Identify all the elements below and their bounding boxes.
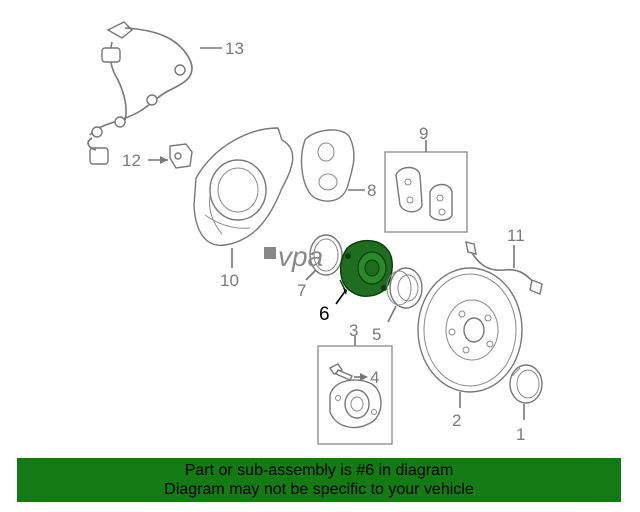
brake-hose[interactable] [465, 241, 543, 295]
callout-1: 1 [516, 425, 525, 444]
banner-line-2: Diagram may not be specific to your vehi… [164, 481, 474, 498]
callout-13: 13 [225, 39, 244, 58]
o-ring[interactable] [305, 234, 343, 281]
brake-rotor[interactable] [417, 267, 523, 408]
callout-9: 9 [419, 124, 428, 143]
callout-7: 7 [297, 281, 306, 300]
callout-2: 2 [452, 411, 461, 430]
banner-line-1: Part or sub-assembly is #6 in diagram [184, 462, 454, 479]
callout-4: 4 [370, 368, 379, 387]
callout-6: 6 [319, 304, 330, 325]
caliper-bracket[interactable] [300, 129, 365, 202]
dust-shield[interactable] [193, 127, 294, 268]
callout-3: 3 [349, 321, 358, 340]
callout-12: 12 [122, 151, 141, 170]
info-banner: Part or sub-assembly is #6 in diagram Di… [17, 458, 621, 502]
hub-bolt[interactable] [328, 363, 368, 381]
callout-11: 11 [507, 226, 525, 245]
grease-cap[interactable] [509, 364, 543, 420]
hub-bearing-assembly-highlighted[interactable] [335, 240, 393, 305]
brake-pads-kit[interactable] [384, 140, 468, 233]
abs-sensor-wire[interactable] [87, 21, 222, 165]
watermark-text: vpa [278, 241, 323, 272]
callout-5: 5 [372, 325, 381, 344]
hub-seal[interactable] [386, 267, 423, 323]
vpa-watermark: vpa [264, 241, 323, 272]
hub-assembly-kit[interactable] [317, 336, 393, 445]
callout-10: 10 [220, 271, 239, 290]
callout-8: 8 [367, 181, 376, 200]
sensor-clip[interactable] [148, 143, 193, 169]
